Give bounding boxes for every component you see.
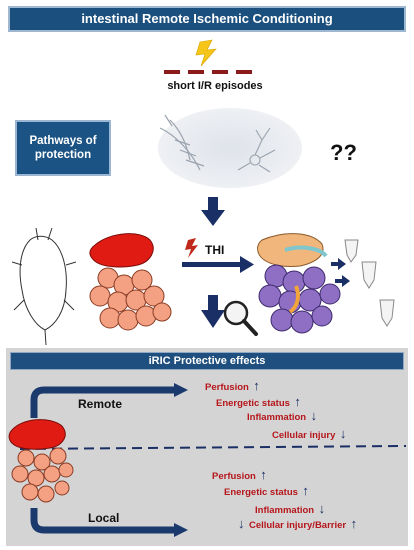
neuron-outline-icon: [237, 127, 276, 173]
divider-dashed-line: [19, 445, 407, 450]
thi-lightning-icon: [185, 238, 198, 258]
local-arrow-icon: [30, 508, 176, 534]
remote-effect-text: Perfusion: [205, 382, 249, 393]
remote-effect-row: Cellular injury ↓: [272, 425, 346, 443]
remote-effect-text: Inflammation: [247, 412, 307, 423]
effects-header: iRIC Protective effects: [10, 352, 404, 370]
panel-intestine-icon: [8, 419, 74, 503]
local-effect-text: Perfusion: [212, 471, 256, 482]
local-effect-text: Energetic status: [224, 487, 298, 498]
remote-effect-row: Perfusion ↑: [205, 377, 260, 395]
local-effect-row: Energetic status ↑: [224, 482, 309, 500]
pathways-box: Pathways of protection: [15, 120, 111, 176]
local-effect-row: Perfusion ↑: [212, 466, 267, 484]
local-effect-row: ↓ Cellular injury/Barrier ↑: [238, 515, 357, 533]
episode-dashes: [164, 70, 252, 74]
up-arrow-icon: ↑: [302, 483, 309, 498]
remote-effect-row: Inflammation ↓: [247, 407, 317, 425]
unknown-mark: ??: [330, 140, 357, 165]
local-effect-text: Inflammation: [255, 505, 315, 516]
lung-outline-icon: [159, 114, 205, 171]
up-arrow-icon: ↑: [294, 394, 301, 409]
organs-oval: [158, 108, 302, 188]
local-effect-text: Cellular injury/Barrier: [248, 520, 347, 531]
local-effect-row: Inflammation ↓: [255, 500, 325, 518]
local-arrowhead-icon: [174, 523, 188, 537]
down-arrow-icon: ↓: [339, 426, 347, 441]
episodes-label: short I/R episodes: [167, 80, 263, 92]
colored-intestine-icon: [257, 233, 341, 334]
intestine-icon: [89, 233, 172, 331]
down-arrow-icon: [201, 197, 225, 226]
page-title: intestinal Remote Ischemic Conditioning: [8, 6, 406, 32]
up-arrow-icon: ↑: [260, 467, 267, 482]
rat-outline-icon: [11, 227, 77, 346]
down-arrow-icon: ↓: [318, 501, 326, 516]
remote-arrowhead-icon: [174, 383, 188, 397]
remote-effect-row: Energetic status ↑: [216, 393, 301, 411]
down-arrow-icon: ↓: [238, 516, 245, 531]
down-arrow-icon: ↓: [310, 408, 318, 423]
remote-label: Remote: [78, 397, 123, 411]
right-arrow-icon: [182, 256, 254, 273]
up-arrow-icon: ↑: [350, 516, 358, 531]
lightning-icon: [195, 39, 217, 67]
thi-label: THI: [205, 243, 225, 257]
local-label: Local: [88, 511, 120, 525]
magnifier-icon: [223, 300, 258, 336]
sample-tube-icons: [344, 239, 395, 327]
sample-arrows: [331, 258, 350, 287]
remote-effect-text: Energetic status: [216, 398, 290, 409]
down-arrow-icon-2: [201, 295, 225, 328]
up-arrow-icon: ↑: [253, 378, 260, 393]
remote-effect-text: Cellular injury: [272, 430, 336, 441]
remote-arrow-icon: [30, 386, 176, 418]
